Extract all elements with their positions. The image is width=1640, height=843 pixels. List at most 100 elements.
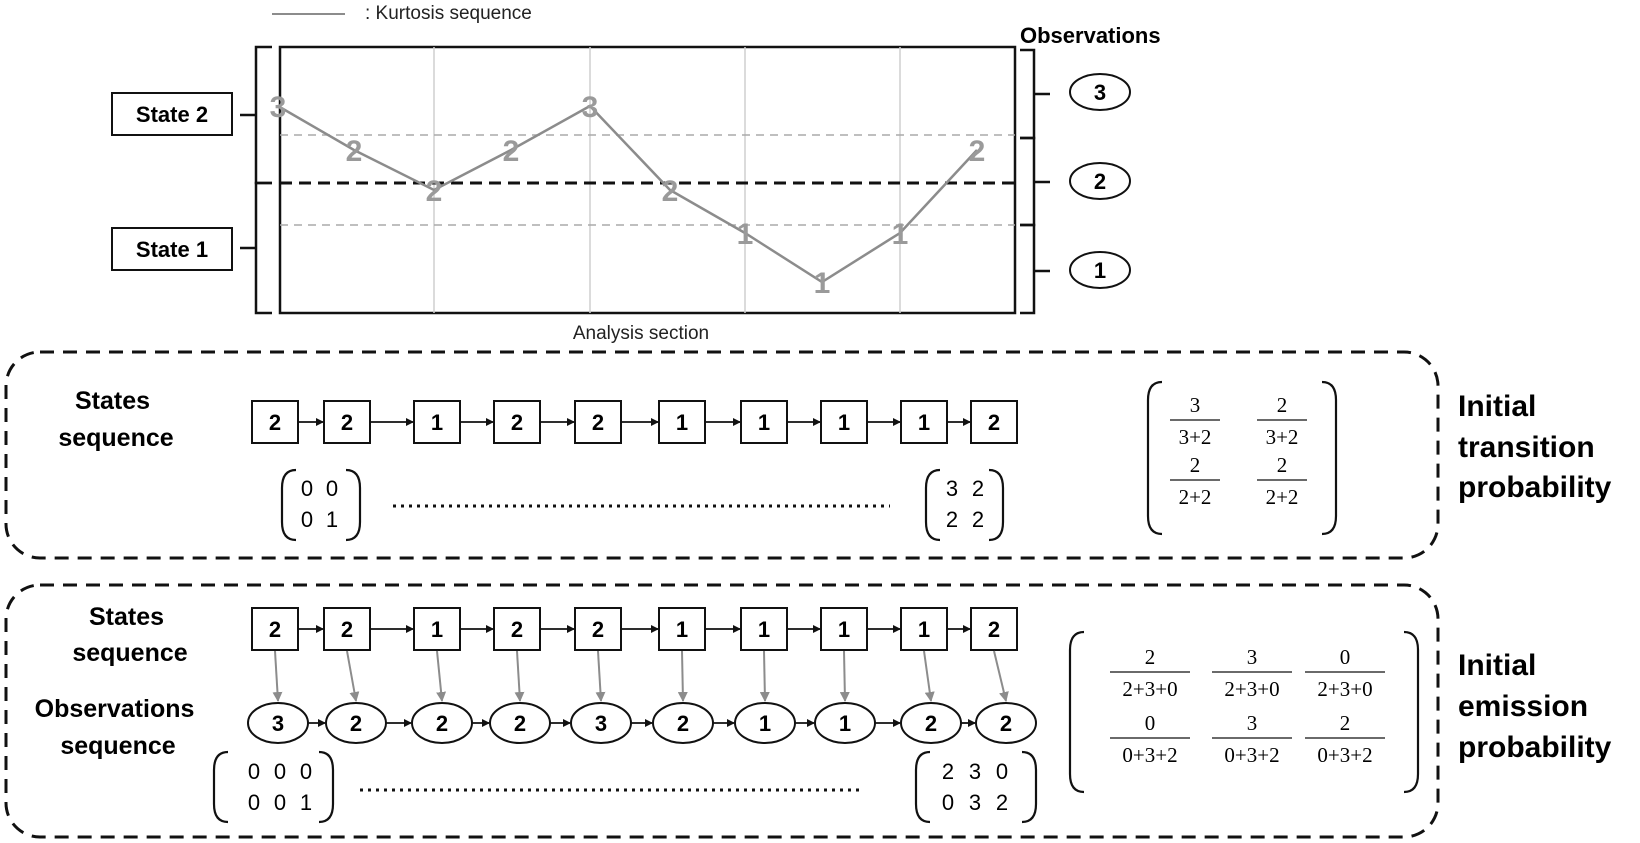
obs1-brace: [1020, 223, 1050, 315]
fraction-numerator: 0: [1340, 645, 1351, 669]
state-value: 1: [758, 410, 770, 435]
emission-link-arrow: [677, 650, 688, 702]
emission-link-arrow: [923, 650, 935, 702]
fraction-numerator: 3: [1247, 645, 1258, 669]
emission-title: Initial emission probability: [1458, 649, 1612, 764]
state-box: [970, 400, 1018, 444]
state-box: [740, 607, 788, 651]
matrix-cell: 0: [274, 790, 286, 815]
state-box: [658, 607, 706, 651]
observation-value: 1: [839, 711, 851, 736]
state-labels: State 2 State 1: [111, 45, 272, 315]
state-box: [413, 400, 461, 444]
state1-brace: [240, 181, 272, 315]
fraction-denominator: 2+2: [1179, 485, 1212, 509]
matrix-cell: 0: [301, 476, 313, 501]
obs2-oval: [1069, 162, 1131, 200]
emission-probability-matrix: 22+3+032+3+002+3+000+3+230+3+220+3+2: [1068, 630, 1420, 794]
observation-value: 1: [759, 711, 771, 736]
observation-value: 2: [514, 711, 526, 736]
kurtosis-point-label: 3: [582, 91, 599, 124]
state-value: 1: [838, 617, 850, 642]
emission-panel: States sequence Observations sequence 2 2…: [4, 583, 1612, 839]
matrix-cell: 0: [300, 759, 312, 784]
matrix-cell: 3: [969, 759, 981, 784]
matrix-cell: 0: [996, 759, 1008, 784]
matrix-bracket-right: [1021, 750, 1038, 824]
observation-oval: [975, 702, 1037, 744]
kurtosis-point-label: 2: [969, 135, 986, 168]
obs2-label: 2: [1094, 169, 1106, 194]
kurtosis-point-label: 2: [346, 135, 363, 168]
obs1-label: 1: [1094, 258, 1106, 283]
matrix-cell: 1: [300, 790, 312, 815]
matrix-cell: 0: [942, 790, 954, 815]
state-value: 1: [676, 617, 688, 642]
matrix-bracket-left: [280, 468, 297, 542]
matrix-cell: 2: [972, 476, 984, 501]
matrix-cell: 0: [301, 507, 313, 532]
matrix-bracket-left: [1146, 380, 1163, 536]
state2-box: [111, 92, 233, 136]
state-value: 2: [511, 617, 523, 642]
state-value: 2: [341, 410, 353, 435]
kurtosis-point-label: 2: [426, 175, 443, 208]
matrix-cell: 3: [946, 476, 958, 501]
emission-observations-label: Observations sequence: [35, 695, 202, 760]
kurtosis-line: [277, 104, 978, 284]
state-value: 1: [838, 410, 850, 435]
emission-states-label: States sequence: [72, 603, 187, 667]
fraction-numerator: 3: [1190, 393, 1201, 417]
fraction-denominator: 2+3+0: [1122, 677, 1177, 701]
chart-frame: [278, 45, 1017, 315]
state-value: 2: [592, 617, 604, 642]
state-box: [323, 400, 371, 444]
obs3-label: 3: [1094, 80, 1106, 105]
state-box: [251, 400, 299, 444]
chart-grid: [433, 47, 901, 313]
fraction-numerator: 2: [1145, 645, 1156, 669]
fraction-numerator: 2: [1277, 453, 1288, 477]
state-box: [493, 607, 541, 651]
state-box: [970, 607, 1018, 651]
matrix-bracket-right: [1321, 380, 1338, 536]
matrix-bracket-right: [345, 468, 362, 542]
state-value: 1: [676, 410, 688, 435]
state-box: [493, 400, 541, 444]
x-axis-label: Analysis section: [573, 323, 709, 344]
state-value: 2: [341, 617, 353, 642]
transition-probability-matrix: 33+223+222+222+2: [1146, 380, 1338, 536]
state-value: 2: [988, 410, 1000, 435]
state-value: 2: [269, 617, 281, 642]
matrix-cell: 0: [326, 476, 338, 501]
state-box: [900, 400, 948, 444]
fraction-denominator: 3+2: [1179, 425, 1212, 449]
fraction-numerator: 2: [1340, 711, 1351, 735]
state-box: [820, 400, 868, 444]
state-value: 2: [592, 410, 604, 435]
state-value: 2: [269, 410, 281, 435]
matrix-bracket-left: [914, 750, 931, 824]
obs1-oval: [1069, 251, 1131, 289]
observation-value: 2: [1000, 711, 1012, 736]
obs3-oval: [1069, 73, 1131, 111]
matrix-bracket-left: [1068, 630, 1085, 794]
transition-states-label: States sequence: [58, 387, 173, 452]
emission-links: [272, 650, 1009, 702]
fraction-numerator: 0: [1145, 711, 1156, 735]
matrix-cell: 2: [942, 759, 954, 784]
state2-label: State 2: [136, 102, 208, 127]
legend-label: : Kurtosis sequence: [365, 3, 532, 24]
state2-brace: [240, 45, 272, 185]
state-value: 1: [918, 617, 930, 642]
matrix-bracket-right: [318, 750, 335, 824]
observation-value: 2: [350, 711, 362, 736]
